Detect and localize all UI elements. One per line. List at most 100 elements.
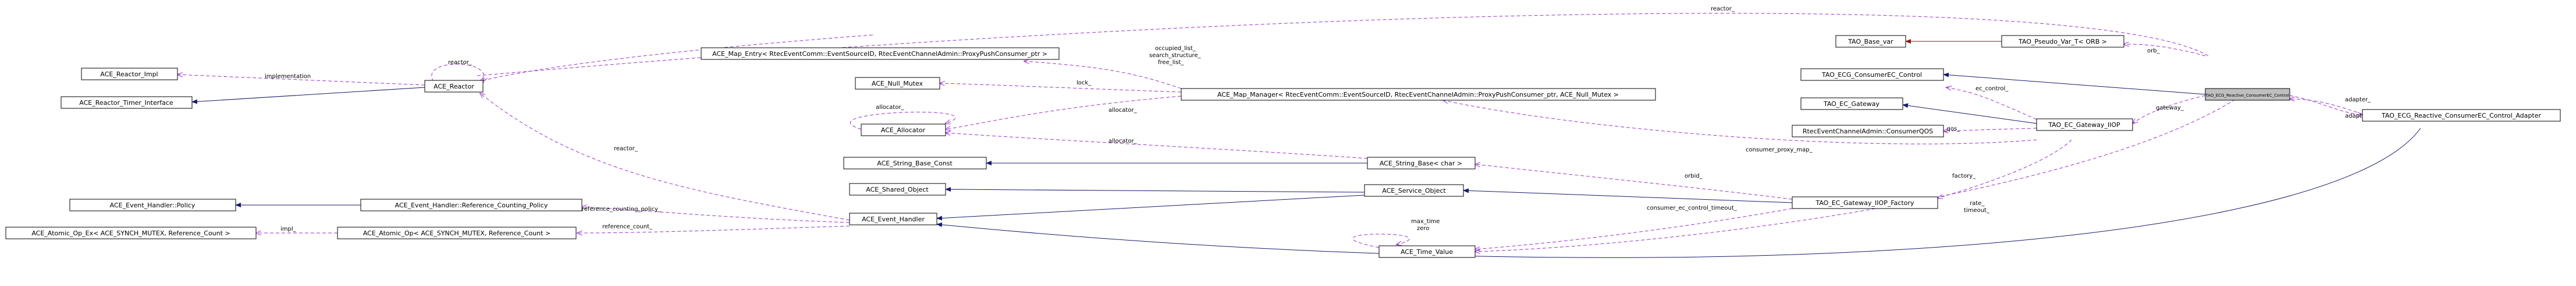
edge-adapter-1: [2290, 99, 2363, 115]
label-lock: lock_: [1076, 80, 1092, 86]
label-free-list: free_list_: [1158, 59, 1184, 66]
edge-allocator-sb: [946, 133, 1368, 159]
svg-text:ACE_Event_Handler: ACE_Event_Handler: [862, 216, 925, 223]
node-tao-ec-gateway-iiop-factory[interactable]: TAO_EC_Gateway_IIOP_Factory: [1792, 196, 1938, 209]
label-gateway: gateway_: [2156, 105, 2184, 111]
node-service-object[interactable]: ACE_Service_Object: [1364, 184, 1464, 197]
node-tao-ecg-consumer-control[interactable]: TAO_ECG_ConsumerEC_Control: [1800, 68, 1944, 81]
label-timeout: timeout_: [1964, 207, 1990, 214]
edge-reactive-consumerctrl: [1943, 72, 2206, 95]
svg-text:TAO_EC_Gateway: TAO_EC_Gateway: [1823, 100, 1880, 108]
label-occupied-list: occupied_list_: [1155, 45, 1196, 52]
label-factory: factory_: [1952, 173, 1976, 179]
edge-rate-timeout: [1475, 96, 2241, 252]
node-null-mutex[interactable]: ACE_Null_Mutex: [855, 77, 940, 90]
edge-timeout-factory: [1475, 208, 1793, 249]
edge-factory: [1938, 139, 2072, 198]
label-adapter-2: adapter_: [2345, 113, 2371, 119]
label-impl: impl_: [280, 226, 297, 232]
node-event-handler-ref-policy[interactable]: ACE_Event_Handler::Reference_Counting_Po…: [360, 199, 582, 211]
node-time-value[interactable]: ACE_Time_Value: [1378, 245, 1476, 258]
label-allocator-mm: allocator_: [1108, 107, 1138, 114]
label-max-time: max_time: [1411, 218, 1440, 225]
node-event-handler-policy[interactable]: ACE_Event_Handler::Policy: [69, 199, 236, 211]
node-map-manager[interactable]: ACE_Map_Manager< RtecEventComm::EventSou…: [1181, 88, 1656, 101]
edge-iiop-gateway: [1902, 103, 2037, 124]
node-shared-object[interactable]: ACE_Shared_Object: [849, 183, 946, 196]
label-rate: rate_: [1970, 200, 1985, 207]
label-consumer-proxy-map: consumer_proxy_map_: [1746, 147, 1813, 153]
svg-text:TAO_Pseudo_Var_T< ORB >: TAO_Pseudo_Var_T< ORB >: [2018, 38, 2107, 45]
edge-orb: [2124, 44, 2206, 57]
svg-text:ACE_Reactor_Impl: ACE_Reactor_Impl: [100, 70, 158, 78]
node-tao-base-var[interactable]: TAO_Base_var: [1835, 35, 1906, 48]
node-allocator[interactable]: ACE_Allocator: [861, 123, 946, 136]
node-string-base[interactable]: ACE_String_Base< char >: [1367, 157, 1476, 170]
label-orbid: orbid_: [1685, 173, 1703, 179]
svg-text:ACE_Map_Manager< RtecEventComm: ACE_Map_Manager< RtecEventComm::EventSou…: [1217, 91, 1619, 98]
label-ec-control: ec_control_: [1975, 86, 2009, 92]
svg-text:ACE_Event_Handler::Policy: ACE_Event_Handler::Policy: [110, 202, 196, 209]
node-string-base-const[interactable]: ACE_String_Base_Const: [843, 157, 987, 170]
edge-reactor-top: [477, 13, 2209, 76]
node-tao-ec-gateway-iiop[interactable]: TAO_EC_Gateway_IIOP: [2036, 118, 2133, 131]
edge-gateway: [2133, 95, 2206, 123]
edge-consumer-proxy-map: [1443, 100, 2037, 144]
edge-service-shared: [945, 187, 1365, 193]
label-ref-count: reference_count_: [602, 224, 653, 230]
nodes: ACE_Reactor_Impl ACE_Reactor_Timer_Inter…: [5, 35, 2561, 258]
edge-labels: reactor_ reactor_ implementation orb_ ec…: [265, 6, 2371, 232]
label-ref-policy: reference_counting_policy_: [582, 206, 662, 213]
svg-text:TAO_ECG_Reactive_ConsumerEC_Co: TAO_ECG_Reactive_ConsumerEC_Control: [2205, 93, 2289, 98]
edge-ec-control: [1946, 87, 2037, 120]
node-reactor-timer-interface[interactable]: ACE_Reactor_Timer_Interface: [61, 96, 193, 109]
svg-text:ACE_Atomic_Op< ACE_SYNCH_MUTEX: ACE_Atomic_Op< ACE_SYNCH_MUTEX, Referenc…: [363, 229, 550, 237]
node-reactor-impl[interactable]: ACE_Reactor_Impl: [81, 68, 178, 80]
node-tao-pseudo-var[interactable]: TAO_Pseudo_Var_T< ORB >: [2001, 35, 2124, 48]
svg-text:RtecEventChannelAdmin::Consume: RtecEventChannelAdmin::ConsumerQOS: [1803, 128, 1933, 135]
edge-occupied-list: [1024, 61, 1182, 89]
node-reactive-consumer-control-adapter[interactable]: TAO_ECG_Reactive_ConsumerEC_Control_Adap…: [2362, 109, 2561, 122]
edge-reactor-timer: [191, 87, 425, 104]
node-reactive-consumer-control[interactable]: TAO_ECG_Reactive_ConsumerEC_Control: [2205, 88, 2290, 101]
node-atomic-op[interactable]: ACE_Atomic_Op< ACE_SYNCH_MUTEX, Referenc…: [337, 227, 577, 239]
edge-ref-policy: [582, 207, 850, 223]
edge-service-eh: [936, 195, 1365, 221]
svg-text:TAO_ECG_Reactive_ConsumerEC_Co: TAO_ECG_Reactive_ConsumerEC_Control_Adap…: [2381, 112, 2541, 119]
svg-text:TAO_EC_Gateway_IIOP: TAO_EC_Gateway_IIOP: [2048, 121, 2120, 129]
svg-text:ACE_Atomic_Op_Ex< ACE_SYNCH_MU: ACE_Atomic_Op_Ex< ACE_SYNCH_MUTEX, Refer…: [31, 229, 230, 237]
edge-factory-service: [1463, 188, 1793, 203]
edge-adapter-eh: [936, 128, 2421, 258]
label-implementation: implementation: [265, 73, 311, 80]
node-tao-ec-gateway[interactable]: TAO_EC_Gateway: [1800, 97, 1903, 110]
edge-adapter-2: [2289, 95, 2362, 115]
node-map-entry[interactable]: ACE_Map_Entry< RtecEventComm::EventSourc…: [701, 47, 1060, 60]
svg-text:TAO_Base_var: TAO_Base_var: [1847, 38, 1893, 45]
svg-text:ACE_Allocator: ACE_Allocator: [881, 126, 926, 134]
label-adapter-1: adapter_: [2345, 97, 2371, 103]
svg-text:ACE_Map_Entry< RtecEventComm::: ACE_Map_Entry< RtecEventComm::EventSourc…: [712, 50, 1047, 58]
edge-orbid: [1475, 164, 1793, 200]
label-search-structure: search_structure_: [1149, 52, 1202, 59]
svg-text:TAO_ECG_ConsumerEC_Control: TAO_ECG_ConsumerEC_Control: [1821, 71, 1922, 79]
edge-implementation: [177, 75, 425, 86]
svg-text:ACE_Event_Handler::Reference_C: ACE_Event_Handler::Reference_Counting_Po…: [395, 202, 548, 209]
node-event-handler[interactable]: ACE_Event_Handler: [849, 213, 937, 225]
label-orb: orb_: [2147, 48, 2161, 54]
label-reactor-eh: reactor_: [614, 146, 638, 152]
node-consumer-qos[interactable]: RtecEventChannelAdmin::ConsumerQOS: [1792, 125, 1944, 137]
edge-allocator-self: [850, 111, 956, 130]
label-zero: zero: [1417, 225, 1429, 232]
svg-text:ACE_Shared_Object: ACE_Shared_Object: [866, 186, 929, 193]
edge-allocator-mm: [946, 96, 1182, 129]
edge-ref-count: [577, 225, 850, 233]
node-reactor[interactable]: ACE_Reactor: [424, 80, 484, 93]
svg-text:ACE_Reactor_Timer_Interface: ACE_Reactor_Timer_Interface: [79, 99, 173, 107]
label-allocator-sb: allocator_: [1108, 138, 1138, 144]
edges: [177, 13, 2421, 258]
edge-time-self: [1352, 234, 1410, 248]
svg-text:ACE_Null_Mutex: ACE_Null_Mutex: [872, 80, 923, 87]
label-reactor-top: reactor_: [1711, 6, 1735, 12]
node-atomic-op-ex[interactable]: ACE_Atomic_Op_Ex< ACE_SYNCH_MUTEX, Refer…: [5, 227, 257, 239]
